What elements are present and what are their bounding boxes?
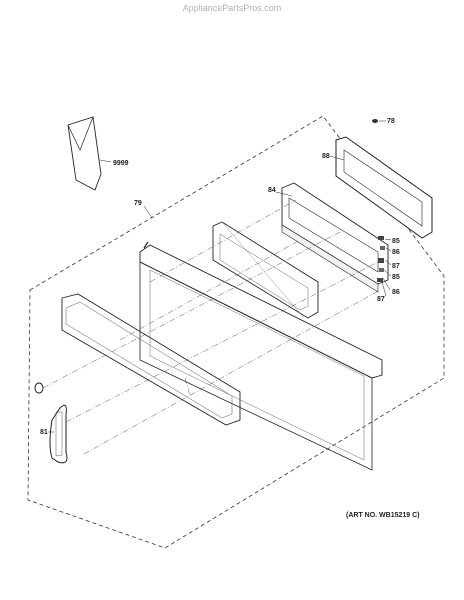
art-number: (ART NO. WB15219 C) bbox=[346, 512, 420, 519]
callout-85-lower: 85 bbox=[392, 274, 400, 281]
callout-88: 88 bbox=[322, 153, 330, 160]
callout-84: 84 bbox=[268, 187, 276, 194]
screw[interactable] bbox=[372, 119, 378, 123]
assembly-boundary bbox=[27, 115, 445, 549]
callout-86-lower: 86 bbox=[392, 289, 400, 296]
door-outer-panel[interactable] bbox=[61, 293, 241, 426]
callout-86-upper: 86 bbox=[392, 249, 400, 256]
watermark: AppliancePartsPros.com bbox=[182, 3, 282, 13]
callout-85-upper: 85 bbox=[392, 238, 400, 245]
leader-lines bbox=[48, 120, 392, 433]
callout-81: 81 bbox=[40, 429, 48, 436]
callout-9999: 9999 bbox=[113, 160, 129, 167]
manual-envelope[interactable] bbox=[67, 116, 102, 191]
door-liner-frame[interactable] bbox=[281, 182, 389, 293]
latch-hardware[interactable] bbox=[377, 236, 385, 282]
callout-78: 78 bbox=[387, 118, 395, 125]
callout-87-upper: 87 bbox=[392, 263, 400, 270]
door-inner-window[interactable] bbox=[212, 221, 319, 319]
callout-79: 79 bbox=[134, 200, 142, 207]
alignment-lines bbox=[42, 199, 381, 455]
door-handle[interactable] bbox=[49, 404, 68, 464]
door-choke-frame[interactable] bbox=[139, 241, 383, 471]
callout-87-lower: 87 bbox=[377, 296, 385, 303]
door-seal-gasket[interactable] bbox=[335, 136, 433, 239]
round-bushing[interactable] bbox=[34, 382, 44, 394]
